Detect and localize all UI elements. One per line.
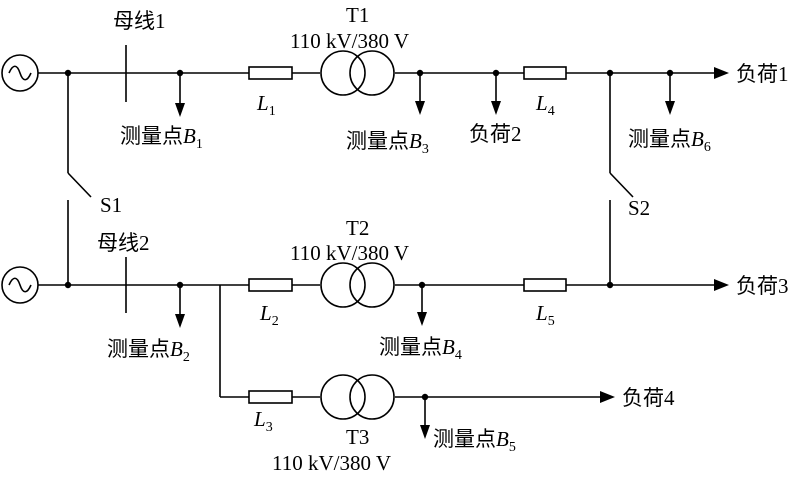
line-l1-label: L1 xyxy=(256,91,276,119)
load-1-label: 负荷1 xyxy=(736,62,789,86)
measure-b1-label: 测量点B1 xyxy=(120,124,203,152)
top-feeder: 母线1 L1 T1 110 kV/380 V 负荷2 L4 xyxy=(1,3,789,157)
bus-2-label: 母线2 xyxy=(97,231,150,255)
measure-b5-arrow-icon xyxy=(420,425,430,439)
transformer-t1-rating: 110 kV/380 V xyxy=(290,29,409,53)
load-2-label: 负荷2 xyxy=(469,122,522,146)
transformer-t3-rating: 110 kV/380 V xyxy=(272,451,391,475)
load-2-arrow-icon xyxy=(491,101,501,115)
line-l3-label: L3 xyxy=(253,407,273,435)
load-4-label: 负荷4 xyxy=(622,386,675,410)
measure-b2-arrow-icon xyxy=(175,314,185,328)
transformer-t2-icon xyxy=(320,262,395,308)
transformer-t2-name: T2 xyxy=(346,216,369,240)
transformer-t1-icon xyxy=(320,50,395,96)
measure-b6-label: 测量点B6 xyxy=(628,127,711,155)
measure-b3-arrow-icon xyxy=(415,101,425,115)
load-4-arrow-icon xyxy=(600,391,615,403)
measure-b3-label: 测量点B3 xyxy=(346,129,429,157)
line-l2-label: L2 xyxy=(259,301,279,329)
bottom-feeder: 母线2 L2 T2 110 kV/380 V L5 负荷3 测量点B2 测量点B… xyxy=(1,216,789,365)
measure-b2-label: 测量点B2 xyxy=(107,337,190,365)
switch-s2: S2 xyxy=(609,73,650,285)
branch-feeder: L3 T3 110 kV/380 V 测量点B5 负荷4 xyxy=(219,285,675,475)
switch-s1-label: S1 xyxy=(100,193,122,217)
transformer-t2-rating: 110 kV/380 V xyxy=(290,241,409,265)
load-3-label: 负荷3 xyxy=(736,274,789,298)
junction xyxy=(606,281,614,289)
switch-s2-label: S2 xyxy=(628,196,650,220)
switch-s1: S1 xyxy=(67,73,122,285)
line-l5-label: L5 xyxy=(535,301,555,329)
measure-b4-label: 测量点B4 xyxy=(379,335,462,363)
line-l3-impedance xyxy=(248,390,293,404)
measure-b5-label: 测量点B5 xyxy=(433,427,516,455)
line-l4-label: L4 xyxy=(535,91,555,119)
junction xyxy=(64,281,72,289)
bus-1-label: 母线1 xyxy=(113,9,166,33)
transformer-t3-name: T3 xyxy=(346,425,369,449)
line-l2-impedance xyxy=(248,278,293,292)
ac-source-1-icon xyxy=(1,54,39,92)
measure-b1-arrow-icon xyxy=(175,103,185,117)
line-l4-impedance xyxy=(523,66,567,80)
transformer-t1-name: T1 xyxy=(346,3,369,27)
transformer-t3-icon xyxy=(320,374,395,420)
ac-source-2-icon xyxy=(1,266,39,304)
measure-b6-arrow-icon xyxy=(665,101,675,115)
load-3-arrow-icon xyxy=(714,279,729,291)
measure-b4-arrow-icon xyxy=(417,312,427,326)
line-l1-impedance xyxy=(248,66,293,80)
line-l5-impedance xyxy=(523,278,567,292)
load-1-arrow-icon xyxy=(714,67,729,79)
